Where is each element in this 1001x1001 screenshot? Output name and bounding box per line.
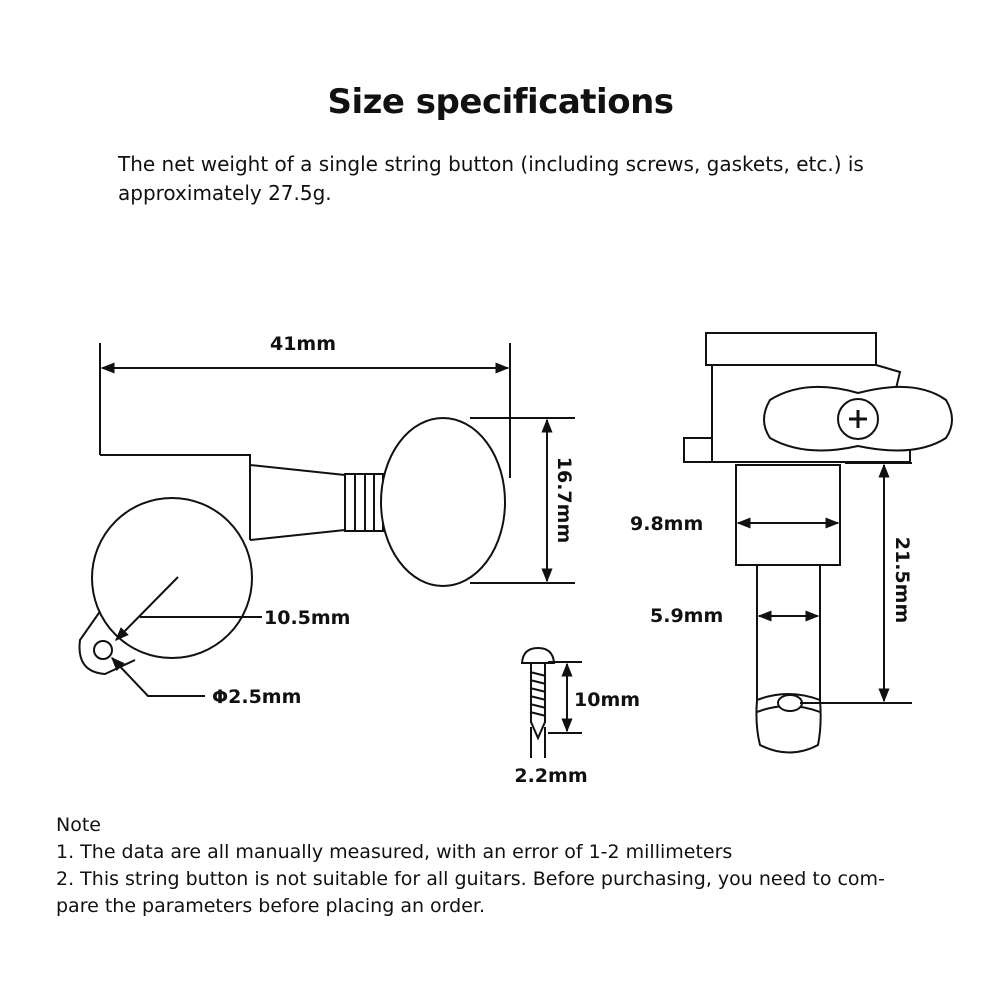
tuner-housing: [100, 454, 251, 540]
string-post: [755, 565, 822, 754]
dim-length: [99, 343, 511, 478]
tuner-shaft: [249, 464, 346, 541]
dim-hole-diameter: [111, 656, 205, 697]
bushing: [735, 464, 841, 566]
label-total-height: 21.5mm: [891, 537, 913, 623]
page-title: Size specifications: [327, 82, 674, 122]
note-line-2b: pare the parameters before placing an or…: [56, 895, 486, 917]
label-screw-length: 10mm: [574, 689, 640, 711]
dim-screw-length: [548, 661, 582, 734]
dim-total-height: [800, 462, 912, 704]
label-hole-diameter: Φ2.5mm: [212, 686, 301, 708]
notes-section: Note 1. The data are all manually measur…: [56, 812, 936, 920]
note-line-1: 1. The data are all manually measured, w…: [56, 841, 733, 863]
note-line-2a: 2. This string button is not suitable fo…: [56, 868, 885, 890]
tuner-side-view: [78, 417, 506, 676]
tuner-back-view: [683, 332, 953, 754]
dim-button-height: [470, 417, 575, 584]
tuner-button: [380, 417, 506, 587]
label-screw-diameter: 2.2mm: [514, 765, 587, 787]
mounting-ear: [78, 589, 136, 676]
mounting-screw: [520, 646, 556, 741]
weight-description: The net weight of a single string button…: [118, 152, 864, 205]
mounting-hole: [93, 640, 113, 660]
dim-body-diameter: [115, 576, 262, 641]
notes-heading: Note: [56, 814, 101, 836]
label-bushing-width: 9.8mm: [630, 513, 703, 535]
label-length: 41mm: [270, 333, 336, 355]
label-button-height: 16.7mm: [553, 457, 575, 543]
housing-top-block: [705, 332, 877, 366]
gear-housing: [91, 497, 253, 659]
dim-screw-diameter: [530, 727, 546, 758]
string-hole: [777, 694, 803, 712]
label-post-width: 5.9mm: [650, 605, 723, 627]
label-body-diameter: 10.5mm: [264, 607, 350, 629]
